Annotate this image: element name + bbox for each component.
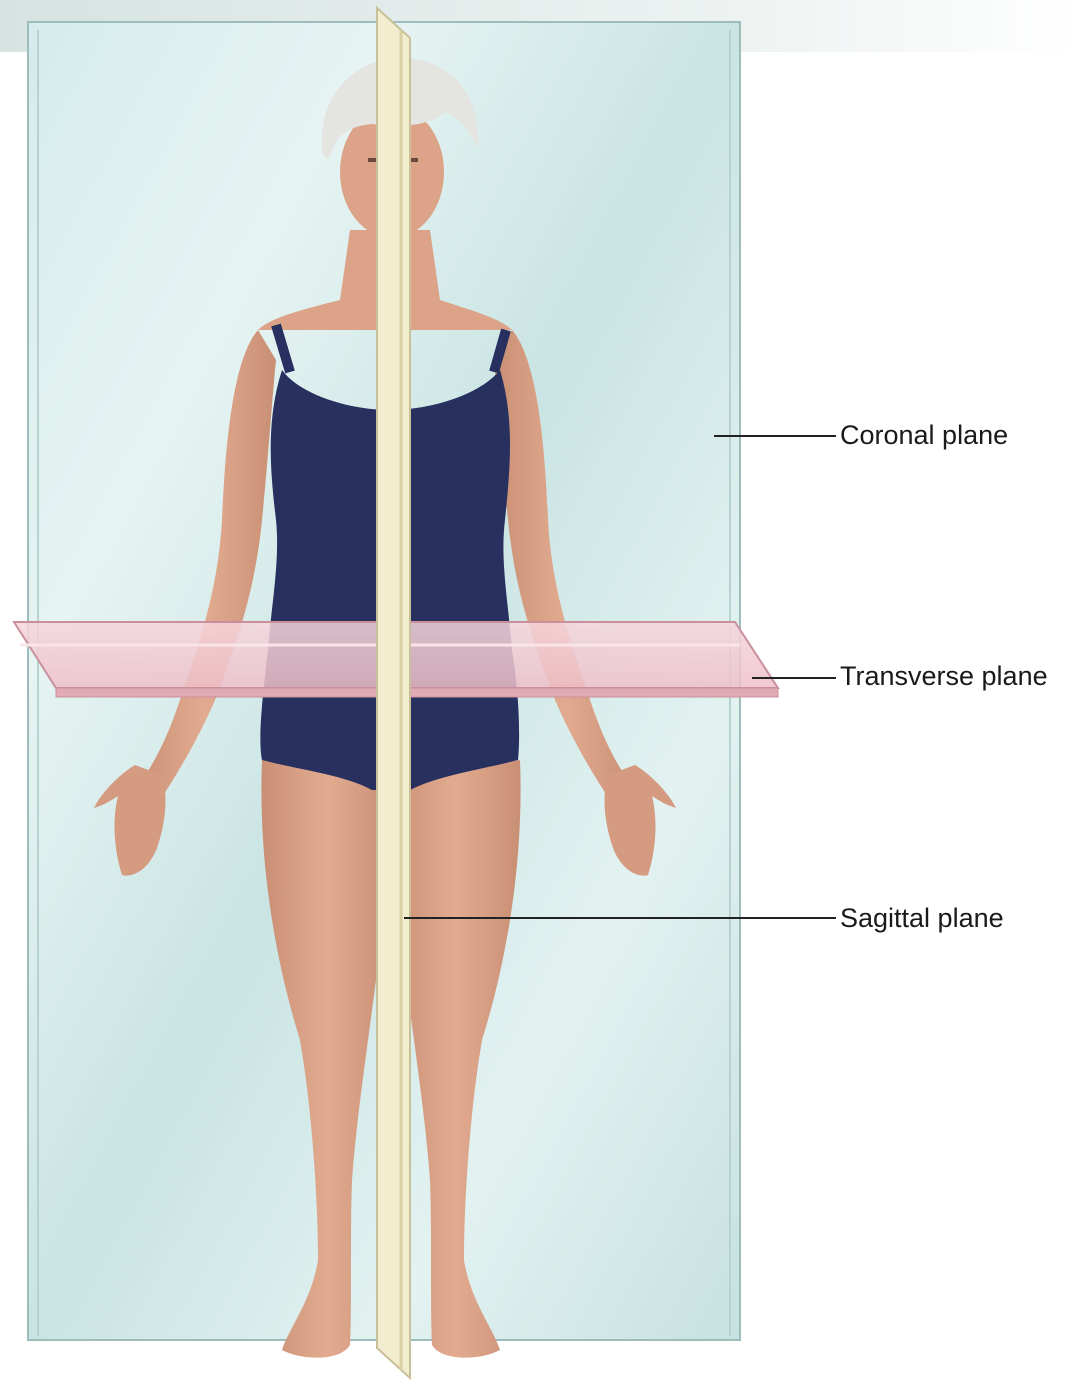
sagittal-plane-label: Sagittal plane	[840, 903, 1004, 934]
transverse-plane-label: Transverse plane	[840, 661, 1048, 692]
sagittal-plane	[377, 8, 410, 1378]
coronal-plane-label: Coronal plane	[840, 420, 1008, 451]
